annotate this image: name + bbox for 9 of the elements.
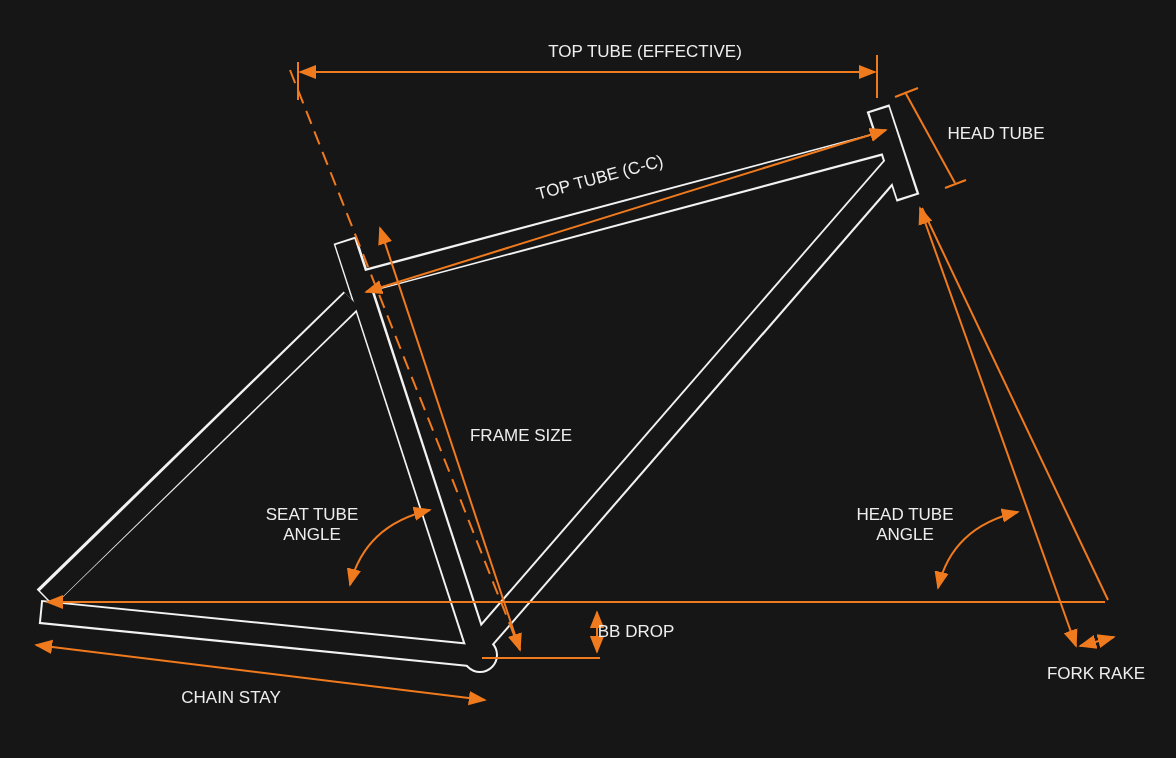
dimension-label: HEAD TUBE ANGLE [855,505,955,545]
dimension-label: FORK RAKE [1045,664,1147,684]
dimension-label: BB DROP [596,622,676,642]
dimension-label: FRAME SIZE [469,426,573,446]
dimension-label: TOP TUBE (C-C) [533,150,667,206]
dimension-label: CHAIN STAY [180,688,282,708]
dimension-label: TOP TUBE (EFFECTIVE) [547,42,743,62]
dimension-label: SEAT TUBE ANGLE [264,505,360,545]
dimension-label: HEAD TUBE [946,124,1046,144]
